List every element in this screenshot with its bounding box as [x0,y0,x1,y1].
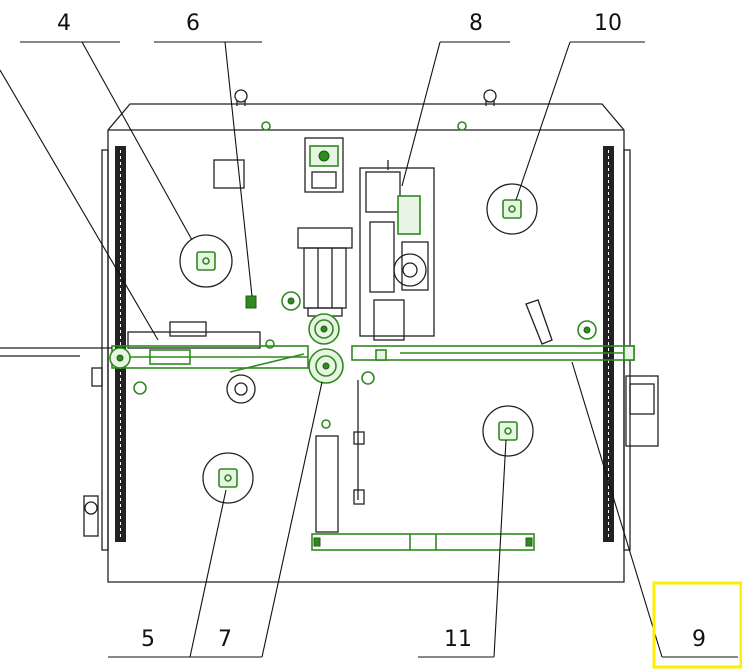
nip-roller-lower [308,348,344,384]
callout-11: 11 [444,627,472,652]
guide-rollers-upper [127,291,301,349]
reel-left-upper [179,234,233,288]
sensor-box [213,159,245,189]
base-rail [311,533,535,551]
highlight-box [652,581,742,669]
pneumatic-valve [83,495,99,537]
reel-right-upper [486,183,538,235]
reel-left-lower [202,452,254,504]
callout-5: 5 [141,627,155,652]
callout-8: 8 [469,11,483,36]
right-conveyor [351,299,659,447]
callout-4: 4 [57,11,71,36]
callout-6: 6 [186,11,200,36]
top-motor-unit [304,137,344,193]
nip-roller-upper [308,313,340,345]
frame-mounting-holes [261,121,467,429]
callout-7: 7 [218,627,232,652]
right-vertical-rail [603,146,614,542]
leader-lines [0,41,738,658]
left-vertical-rail [115,146,126,542]
machine-frame [101,89,631,583]
lower-vertical-mechanism [315,380,365,533]
callout-9: 9 [692,627,706,652]
vertical-cylinder [297,227,353,317]
callout-10: 10 [594,11,622,36]
drive-assembly [359,160,435,341]
left-feed-conveyor [0,339,309,404]
reel-right-lower [482,405,534,457]
